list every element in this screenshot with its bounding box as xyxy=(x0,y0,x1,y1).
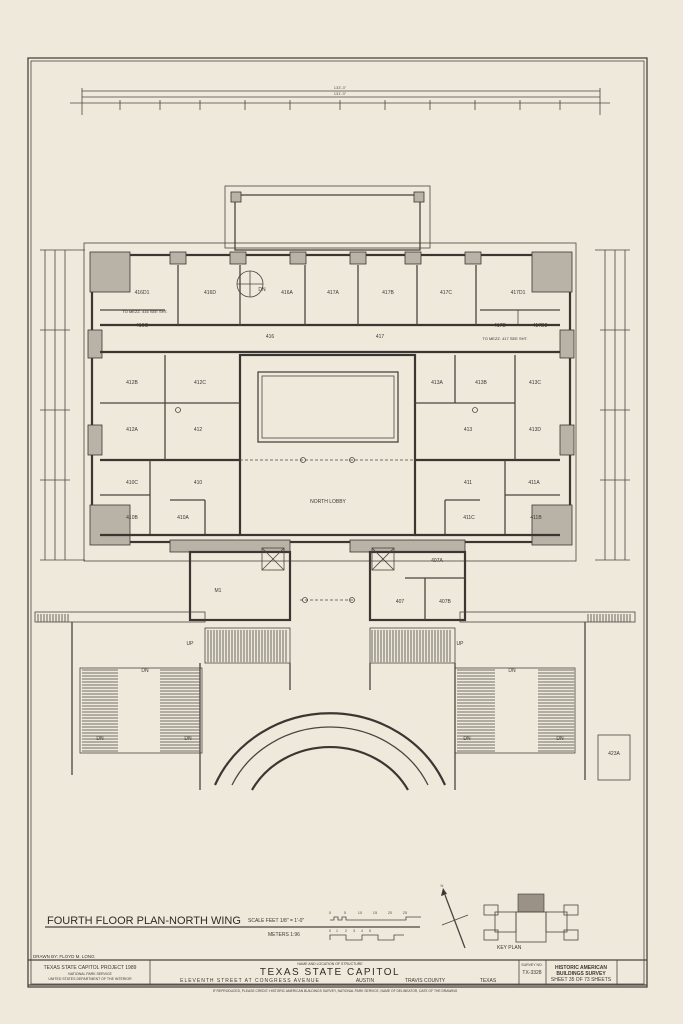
title-block: DRAWN BY: FLOYD M. LONG TEXAS STATE CAPI… xyxy=(28,954,647,993)
svg-text:TEXAS STATE CAPITOL PROJECT 19: TEXAS STATE CAPITOL PROJECT 1989 xyxy=(44,965,137,971)
room-label: 412C xyxy=(194,380,206,386)
svg-text:4: 4 xyxy=(361,928,364,933)
overall-dimension: 133'-3" xyxy=(334,85,347,90)
structure-name: TEXAS STATE CAPITOL xyxy=(260,967,400,978)
svg-text:3: 3 xyxy=(353,928,356,933)
mezzanine-note: TO MEZZ. 416 SEE SHT. xyxy=(122,309,167,314)
room-label: 407 xyxy=(396,599,405,605)
svg-text:N: N xyxy=(441,883,444,888)
stair-direction: UP xyxy=(187,641,195,647)
room-label: 411B xyxy=(530,515,542,521)
top-dimension-lines xyxy=(70,88,610,115)
room-label: 423A xyxy=(608,751,620,757)
room-label: 411A xyxy=(528,480,540,486)
room-label: 417 xyxy=(376,334,385,340)
svg-text:KEY PLAN: KEY PLAN xyxy=(497,945,522,951)
room-label: 413D xyxy=(529,427,541,433)
room-label: 417D2 xyxy=(533,323,548,329)
stair-direction: DN xyxy=(556,736,564,742)
svg-text:5: 5 xyxy=(369,928,372,933)
south-wings xyxy=(34,539,636,791)
svg-text:5: 5 xyxy=(344,910,347,915)
room-label: 411 xyxy=(464,480,472,486)
stair-direction: DN xyxy=(184,736,192,742)
svg-text:25: 25 xyxy=(403,910,408,915)
room-label: NORTH LOBBY xyxy=(310,499,346,505)
room-label: 413C xyxy=(529,380,541,386)
room-label: 410C xyxy=(126,480,138,486)
room-label: 410B xyxy=(126,515,138,521)
svg-text:AUSTIN: AUSTIN xyxy=(356,978,375,984)
room-label: 412A xyxy=(126,427,138,433)
mezzanine-note: TO MEZZ. 417 SEE SHT. xyxy=(482,336,527,341)
sheet-border-inner xyxy=(30,60,645,985)
stair-direction: DN xyxy=(508,668,516,674)
room-label: 416D1 xyxy=(135,290,150,296)
svg-text:ELEVENTH STREET AT CONGRESS AV: ELEVENTH STREET AT CONGRESS AVENUE xyxy=(180,978,320,984)
room-label: 416 xyxy=(266,334,275,340)
building-walls xyxy=(83,242,577,562)
room-label: 413B xyxy=(475,380,487,386)
room-label: 413A xyxy=(431,380,443,386)
svg-text:2: 2 xyxy=(345,928,348,933)
svg-text:10: 10 xyxy=(358,910,363,915)
room-label: 407B xyxy=(439,599,451,605)
room-label: 417C xyxy=(440,290,452,296)
svg-text:NAME AND LOCATION OF STRUCTURE: NAME AND LOCATION OF STRUCTURE xyxy=(297,962,363,966)
survey-number: TX-3328 xyxy=(522,970,541,976)
meters-label: METERS 1:96 xyxy=(268,932,300,938)
room-label: 416A xyxy=(281,290,293,296)
svg-text:TRAVIS COUNTY: TRAVIS COUNTY xyxy=(405,978,446,984)
svg-text:HISTORIC AMERICAN: HISTORIC AMERICAN xyxy=(555,965,607,971)
svg-text:20: 20 xyxy=(388,910,393,915)
room-label: 410A xyxy=(177,515,189,521)
graphic-scale: 0 5 10 15 20 25 0 1 2 3 4 5 xyxy=(329,910,421,941)
stair-direction: DN xyxy=(141,668,149,674)
room-label: 410 xyxy=(194,480,203,486)
svg-text:0: 0 xyxy=(329,928,332,933)
svg-text:0: 0 xyxy=(329,910,332,915)
key-plan: KEY PLAN xyxy=(483,893,579,951)
room-label: 417B xyxy=(382,290,394,296)
svg-text:NATIONAL PARK SERVICE: NATIONAL PARK SERVICE xyxy=(68,972,112,976)
room-label: 417D1 xyxy=(511,290,526,296)
room-label: 416D xyxy=(204,290,216,296)
room-label: 412B xyxy=(126,380,138,386)
room-label: 416C xyxy=(136,323,148,329)
side-dimension-lines xyxy=(40,249,630,561)
svg-text:UNITED STATES DEPARTMENT OF TH: UNITED STATES DEPARTMENT OF THE INTERIOR xyxy=(48,977,132,981)
north-arrow-icon: N xyxy=(441,883,469,949)
scale-label: SCALE FEET 1/8" = 1'-0" xyxy=(248,918,304,924)
room-label: 407A xyxy=(431,558,443,564)
sheet-border xyxy=(27,57,648,988)
room-label: 417A xyxy=(327,290,339,296)
stair-direction: DN xyxy=(258,287,266,293)
room-label: M1 xyxy=(215,588,222,594)
rotunda-wall xyxy=(213,712,447,786)
stair-direction: DN xyxy=(96,736,104,742)
light-well xyxy=(257,371,399,443)
north-porch xyxy=(224,185,431,251)
svg-text:SURVEY NO.: SURVEY NO. xyxy=(521,963,542,967)
svg-text:1: 1 xyxy=(336,928,339,933)
room-label: 413 xyxy=(464,427,473,433)
sheet-number: SHEET 35 OF 73 SHEETS xyxy=(551,977,612,983)
svg-text:IF REPRODUCED, PLEASE CREDIT:: IF REPRODUCED, PLEASE CREDIT: HISTORIC A… xyxy=(213,989,458,993)
svg-text:15: 15 xyxy=(373,910,378,915)
inner-dimension: 131'-3" xyxy=(334,91,347,96)
room-label: 411C xyxy=(463,515,475,521)
room-label: 417D xyxy=(494,323,506,329)
drawn-by: DRAWN BY: FLOYD M. LONG xyxy=(33,954,95,959)
room-label: 412 xyxy=(194,427,203,433)
room-labels: 416D1 416D 416A 417A 417B 417C 417D1 416… xyxy=(96,287,620,757)
stair-direction: UP xyxy=(457,641,465,647)
stair-treads xyxy=(37,614,631,752)
svg-text:TEXAS: TEXAS xyxy=(480,978,497,984)
stair-direction: DN xyxy=(463,736,471,742)
svg-text:BUILDINGS SURVEY: BUILDINGS SURVEY xyxy=(556,971,606,977)
drawing-title: FOURTH FLOOR PLAN-NORTH WING xyxy=(47,915,241,927)
